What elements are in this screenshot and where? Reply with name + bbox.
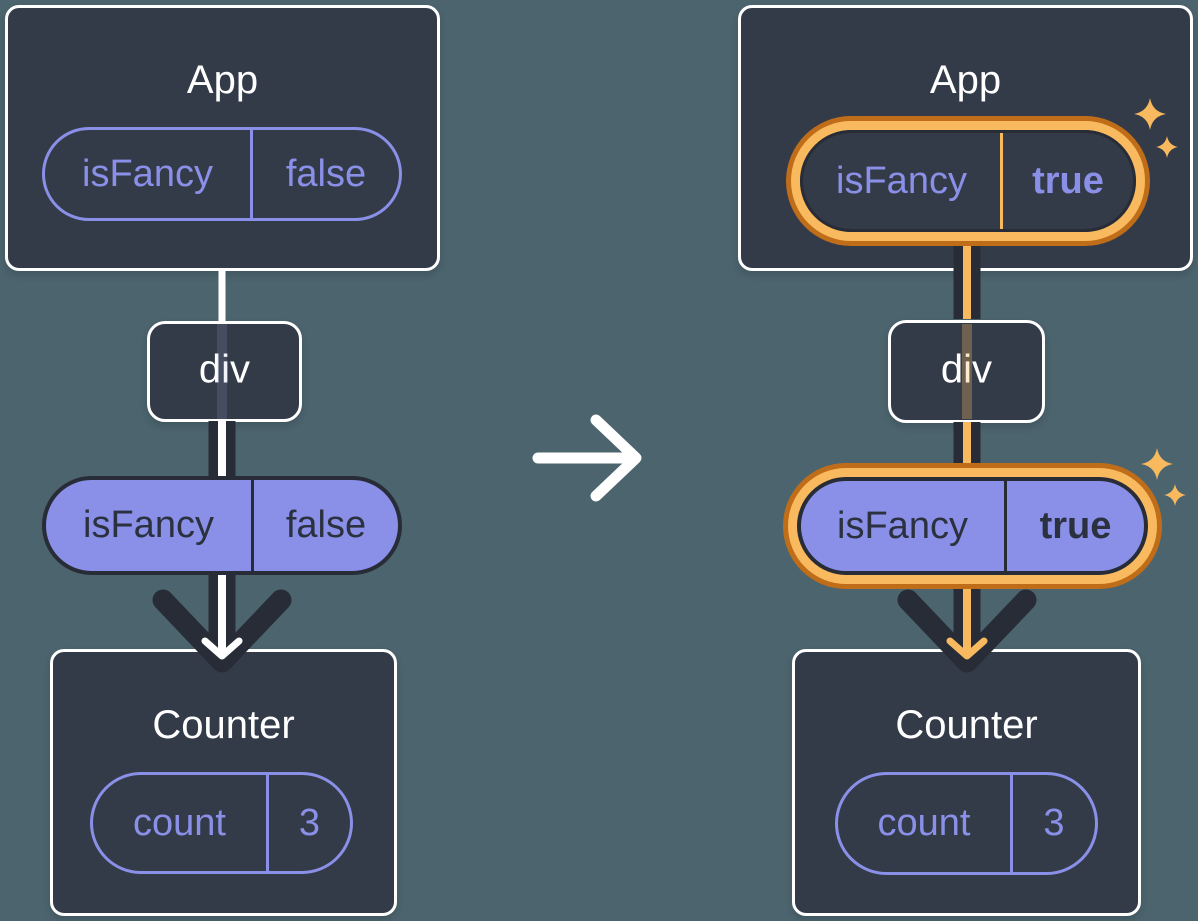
state-key: count xyxy=(93,775,269,871)
state-value: true xyxy=(1032,159,1104,202)
prop-pill-after: isFancy true xyxy=(797,477,1148,575)
prop-key: isFancy xyxy=(801,481,1007,571)
prop-value: false xyxy=(285,504,367,546)
app-title: App xyxy=(186,58,259,102)
prop-pill-before: isFancy false xyxy=(42,476,402,575)
state-pill-counter-before: count 3 xyxy=(90,772,353,874)
arrow-right-icon xyxy=(532,414,642,502)
app-title: App xyxy=(929,58,1002,102)
state-pill-app-before: isFancy false xyxy=(42,127,402,221)
prop-value: true xyxy=(1039,504,1112,547)
div-title: div xyxy=(198,347,251,392)
state-value: 3 xyxy=(298,801,321,844)
state-pill-app-after: isFancy true xyxy=(800,130,1136,232)
state-pill-counter-after: count 3 xyxy=(835,772,1098,875)
state-key: isFancy xyxy=(45,130,253,218)
state-value: 3 xyxy=(1043,802,1065,844)
state-key: count xyxy=(838,775,1013,872)
div-card-after: div xyxy=(888,320,1045,423)
state-value: false xyxy=(285,152,367,195)
div-title: div xyxy=(940,347,993,392)
sparkle-icon xyxy=(1164,484,1186,506)
div-card-before: div xyxy=(147,321,302,422)
state-key: isFancy xyxy=(803,133,1003,229)
prop-key: isFancy xyxy=(46,480,254,571)
counter-title: Counter xyxy=(895,703,1038,747)
counter-title: Counter xyxy=(152,703,295,747)
sparkle-icon xyxy=(1141,448,1173,480)
